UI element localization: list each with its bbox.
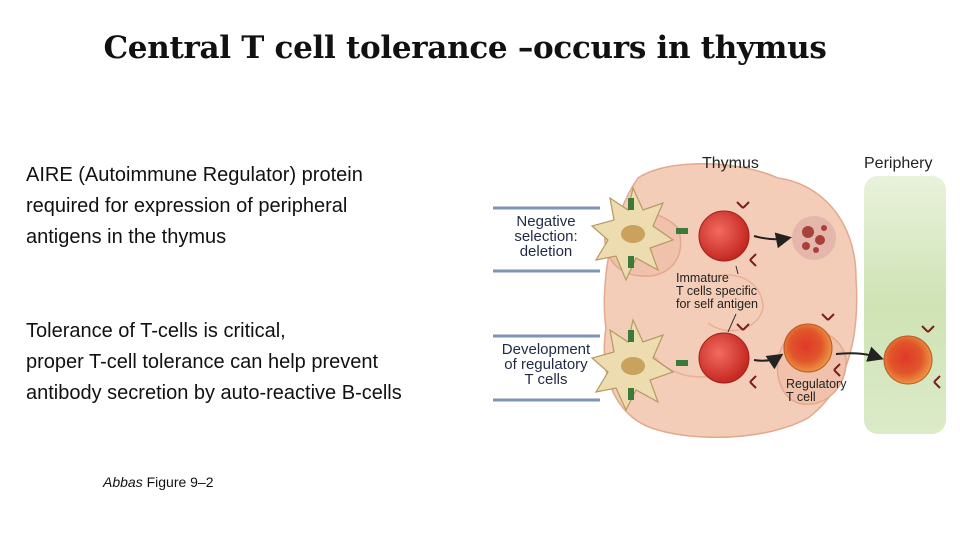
thymus-tolerance-figure: Thymus Periphery Negative selection: del… xyxy=(488,148,952,438)
negative-selection-label: Negative selection: deletion xyxy=(496,214,596,259)
immature-label-line-3: for self antigen xyxy=(676,297,758,312)
regulatory-label-line-1: Regulatory xyxy=(786,377,847,391)
immature-t-cell-icon xyxy=(698,201,757,267)
dendritic-cell-icon xyxy=(590,186,688,282)
immature-t-cell-icon xyxy=(698,323,757,389)
immature-label-line-2: T cells specific xyxy=(676,284,758,299)
negative-selection-line-1: Negative xyxy=(516,213,576,230)
aire-line-1: AIRE (Autoimmune Regulator) protein xyxy=(26,164,363,186)
tolerance-line-1: Tolerance of T-cells is critical, xyxy=(26,320,286,342)
immature-label-line-1: Immature xyxy=(676,271,729,285)
regulatory-development-label: Development of regulatory T cells xyxy=(492,342,600,387)
immature-t-cells-label: Immature T cells specific for self antig… xyxy=(676,271,758,312)
arrow-icon xyxy=(753,232,792,249)
negative-selection-line-3: deletion xyxy=(519,243,573,260)
apoptotic-cell-icon xyxy=(792,216,836,260)
periphery-header: Periphery xyxy=(864,155,933,172)
slide-title: Central T cell tolerance –occurs in thym… xyxy=(103,30,827,66)
aire-line-3: antigens in the thymus xyxy=(26,226,227,248)
tolerance-line-2: proper T-cell tolerance can help prevent xyxy=(26,351,379,373)
negative-selection-line-2: selection: xyxy=(514,228,578,245)
citation-figure: Figure 9–2 xyxy=(142,474,214,490)
aire-line-2: required for expression of peripheral xyxy=(26,195,348,217)
arrow-icon xyxy=(835,346,884,362)
citation-author: Abbas xyxy=(103,474,143,490)
immature-leader-line xyxy=(727,313,737,333)
tolerance-paragraph: Tolerance of T-cells is critical, proper… xyxy=(26,316,402,409)
regulatory-box-line-3: T cells xyxy=(524,371,568,388)
regulatory-t-cell-label: Regulatory T cell xyxy=(786,377,847,405)
dendritic-cell-icon xyxy=(590,318,688,412)
regulatory-development-box xyxy=(493,334,600,402)
regulatory-t-cell-icon xyxy=(883,325,941,389)
regulatory-box-line-2: of regulatory xyxy=(504,356,588,373)
periphery-panel xyxy=(864,176,946,434)
negative-selection-box xyxy=(493,206,600,273)
regulatory-box-line-1: Development xyxy=(501,341,591,358)
thymus-header: Thymus xyxy=(702,155,759,172)
immature-leader-line xyxy=(735,265,739,275)
figure-citation: Abbas Figure 9–2 xyxy=(103,474,214,490)
figure-graphic xyxy=(493,163,946,438)
arrow-icon xyxy=(753,353,784,370)
regulatory-label-line-2: T cell xyxy=(786,390,816,405)
tolerance-line-3: antibody secretion by auto-reactive B-ce… xyxy=(26,382,402,404)
regulatory-t-cell-icon xyxy=(783,313,841,377)
aire-paragraph: AIRE (Autoimmune Regulator) protein requ… xyxy=(26,160,363,253)
